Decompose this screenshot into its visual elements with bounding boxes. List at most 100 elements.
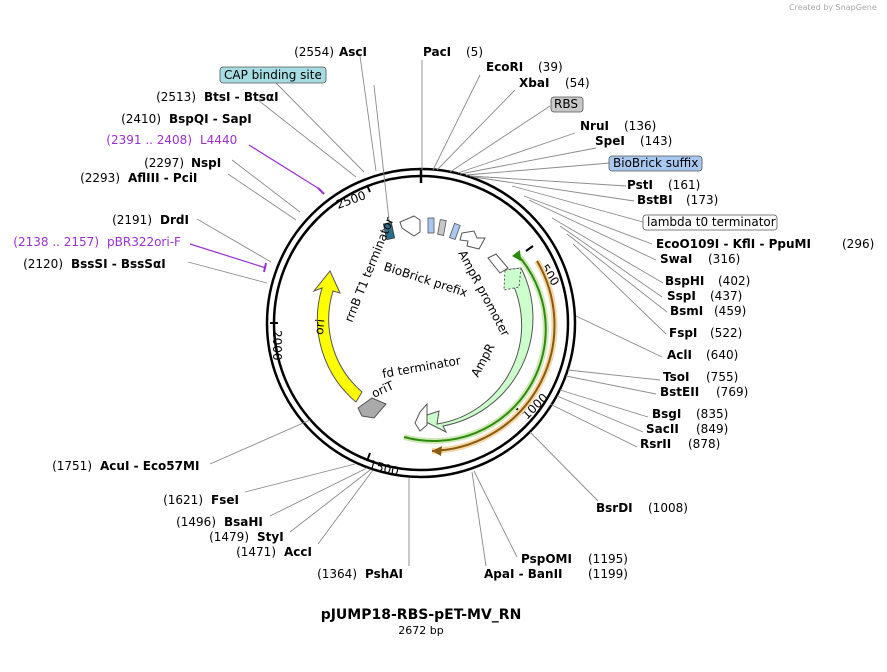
primer-pos: (2138 .. 2157) [13, 235, 99, 249]
site-pos: (136) [624, 119, 656, 133]
site-name: BssSI - BssSαI [71, 257, 166, 271]
sites-right: PacI (5) EcoRI (39) XbaI (54) NruI (136)… [423, 45, 874, 581]
site-name: BsaHI [224, 515, 263, 529]
plasmid-title: pJUMP18-RBS-pET-MV_RN [321, 607, 522, 623]
site-name: BsrDI [596, 501, 633, 515]
orf-green-head [512, 250, 521, 261]
site-name: AccI [284, 545, 312, 559]
biobrick-prefix-arrow [399, 215, 421, 237]
biobrick-prefix-box [427, 217, 435, 234]
ampr-promoter-box [487, 253, 509, 274]
lambda-terminator-box [642, 214, 778, 231]
site-name: PstI [627, 178, 653, 192]
site-name: AclI [667, 348, 692, 362]
primer-l4440-line [248, 144, 322, 191]
site-pos: (849) [696, 422, 728, 436]
site-pos: (1008) [648, 501, 688, 515]
site-pos: (39) [538, 60, 563, 74]
primer-pbr322-mark [263, 262, 267, 273]
site-name: BspHI [665, 274, 704, 288]
rbs-marker [437, 219, 447, 236]
site-pos: (755) [706, 370, 738, 384]
site-name: AscI [339, 45, 367, 59]
site-name: EcoO109I - KflI - PpuMI [656, 237, 811, 251]
site-pos: (54) [565, 76, 590, 90]
site-name: TsoI [663, 370, 689, 384]
site-pos: (1621) [163, 493, 203, 507]
site-pos: (1199) [588, 567, 628, 581]
ampr-promoter-arrow [459, 230, 486, 250]
site-name: SpeI [595, 134, 625, 148]
fd-terminator-arrow [414, 402, 428, 432]
site-pos: (835) [696, 407, 728, 421]
biobrick-suffix-box [608, 155, 703, 172]
site-pos: (2513) [156, 90, 196, 104]
biobrick-prefix-label: BioBrick prefix [382, 260, 469, 300]
feature-boxes: CAP binding site RBS BioBrick suffix lam… [219, 66, 778, 231]
site-name: BsgI [652, 407, 681, 421]
site-pos: (2293) [80, 171, 120, 185]
site-pos: (316) [708, 252, 740, 266]
site-pos: (173) [686, 193, 718, 207]
site-pos: (2297) [144, 156, 184, 170]
site-pos: (1479) [209, 530, 249, 544]
site-pos: (1364) [317, 567, 357, 581]
ampr-promoter-end [503, 267, 522, 291]
site-pos: (1195) [588, 552, 628, 566]
site-name: SacII [646, 422, 679, 436]
site-pos: (402) [718, 274, 750, 288]
biobrick-suffix-label: BioBrick suffix [613, 156, 698, 170]
site-pos: (1471) [236, 545, 276, 559]
site-pos: (2191) [112, 213, 152, 227]
site-name: PspOMI [521, 552, 572, 566]
site-name: StyI [257, 530, 284, 544]
primer-l4440-mark [317, 187, 325, 195]
site-pos: (769) [716, 385, 748, 399]
site-pos: (1751) [52, 459, 92, 473]
site-name: ApaI - BanII [484, 567, 563, 581]
primer-name: pBR322ori-F [107, 235, 181, 249]
site-pos: (5) [466, 45, 483, 59]
tick-label-1500: 1500 [367, 457, 400, 478]
rbs-box [550, 96, 584, 113]
lambda-terminator-label: lambda t0 terminator [647, 215, 776, 229]
site-name: SspI [667, 289, 696, 303]
site-pos: (640) [706, 348, 738, 362]
tick-1500 [366, 452, 371, 462]
sites-left: (2554) AscI (2513) BtsI - BtsαI (2410) B… [23, 45, 403, 581]
leader-lines [187, 55, 668, 567]
site-name: PshAI [365, 567, 403, 581]
tick-label-2000: 2000 [270, 330, 284, 361]
site-name: SwaI [660, 252, 692, 266]
orit-feature [357, 397, 387, 419]
site-pos: (296) [842, 237, 874, 251]
site-pos: (143) [640, 134, 672, 148]
cap-binding-label: CAP binding site [224, 68, 322, 82]
orf-arcs [403, 250, 558, 456]
site-name: BtsI - BtsαI [204, 90, 279, 104]
biobrick-suffix-marker [448, 222, 461, 241]
site-name: BspQI - SapI [169, 112, 252, 126]
site-name: RsrII [640, 437, 671, 451]
site-name: NspI [191, 156, 221, 170]
site-pos: (161) [668, 178, 700, 192]
site-name: AcuI - Eco57MI [100, 459, 199, 473]
site-name: BstEII [660, 385, 699, 399]
orf-orange-arc [431, 260, 556, 452]
tick-2500 [366, 184, 371, 193]
site-pos: (522) [710, 326, 742, 340]
orf-orange-head [432, 446, 442, 456]
site-pos: (459) [714, 304, 746, 318]
plasmid-length: 2672 bp [398, 624, 443, 637]
primer-name: L4440 [200, 133, 237, 147]
site-name: BsmI [670, 304, 703, 318]
orit-label: oriT [369, 378, 396, 401]
site-name: DrdI [160, 213, 189, 227]
rrnb-terminator [382, 221, 396, 241]
site-name: AflIII - PciI [128, 171, 197, 185]
site-name: NruI [580, 119, 609, 133]
tick-500 [525, 245, 534, 252]
site-name: PacI [423, 45, 451, 59]
site-pos: (878) [688, 437, 720, 451]
